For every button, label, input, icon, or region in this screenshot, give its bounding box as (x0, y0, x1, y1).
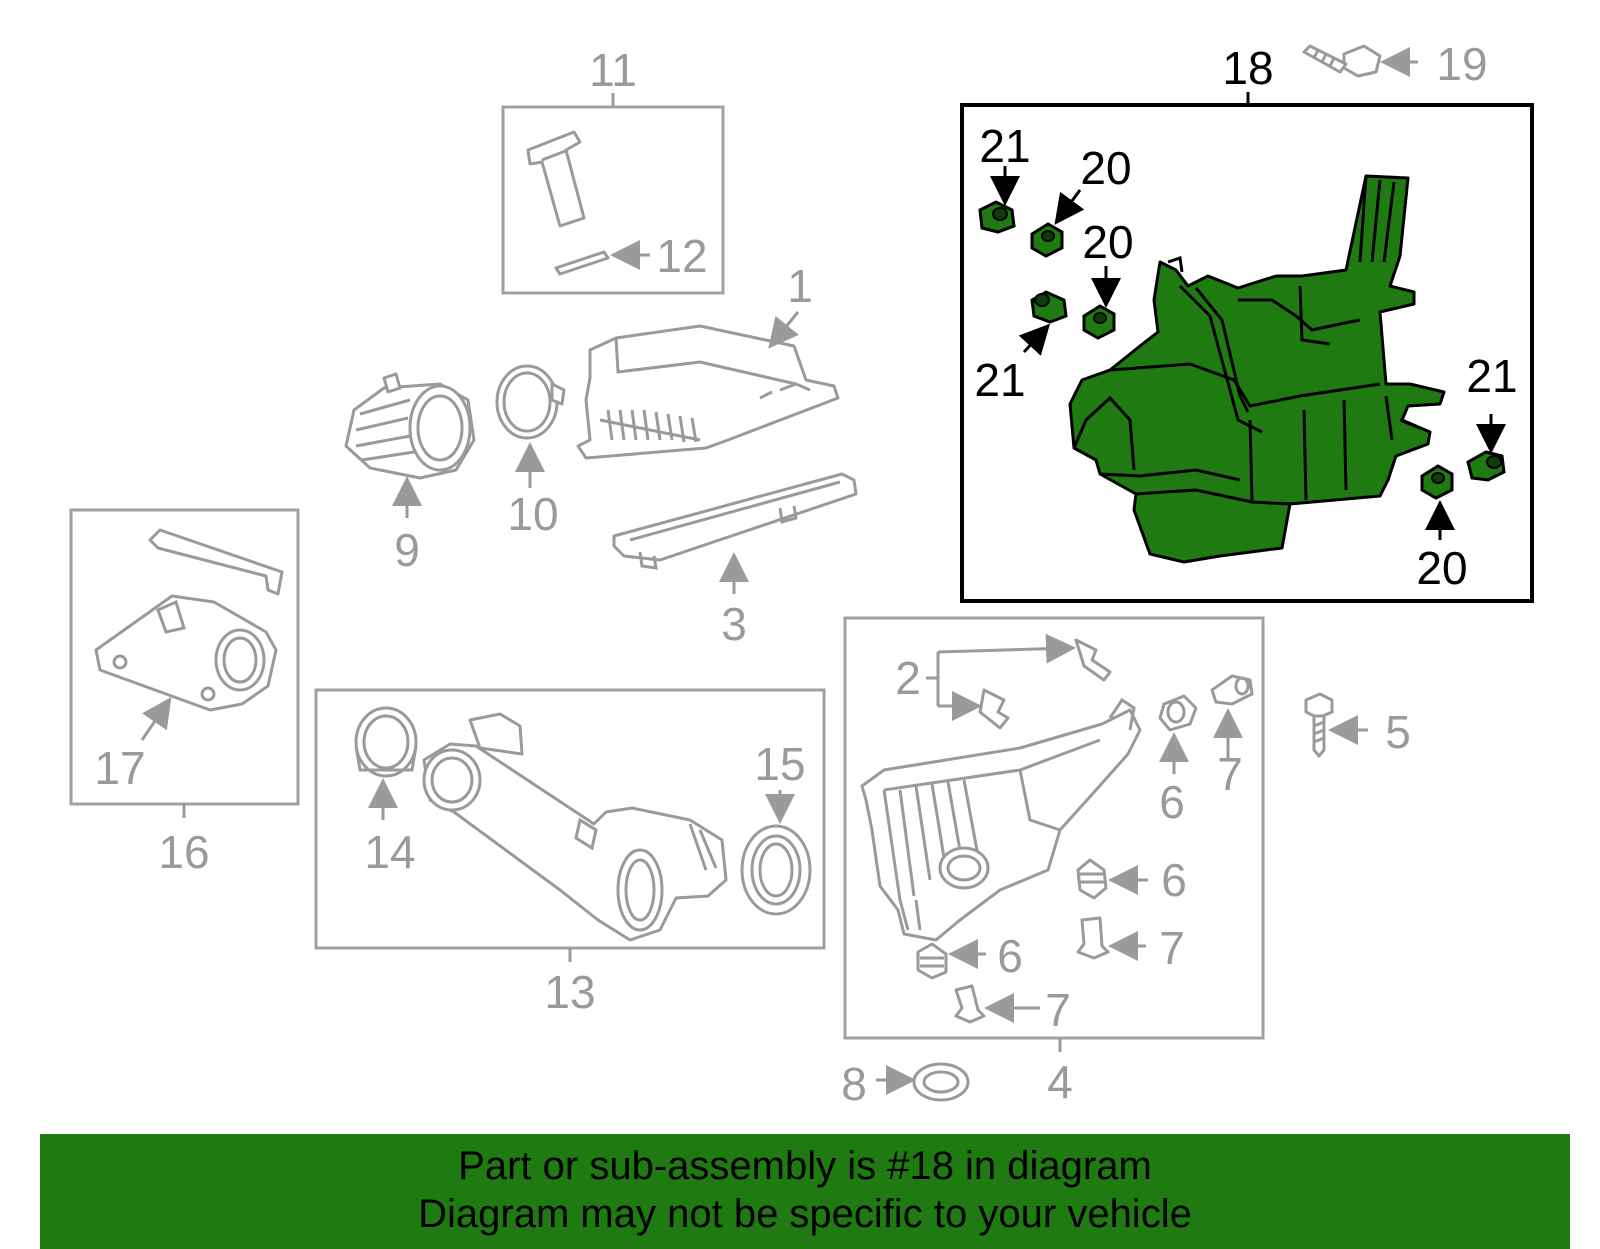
callout-20a: 20 (1080, 142, 1131, 194)
part-9-intake-tube: 9 (344, 372, 476, 576)
banner-line-1: Part or sub-assembly is #18 in diagram (458, 1144, 1152, 1188)
group-18-box (960, 103, 1534, 603)
callout-16: 16 (158, 826, 209, 878)
group-11: 11 12 (501, 44, 725, 295)
callout-19: 19 (1436, 38, 1487, 90)
part-21-bolt-a (978, 200, 1016, 234)
callout-11: 11 (589, 44, 637, 96)
maf-seal-part (554, 250, 610, 276)
part-6-grommet-c (916, 942, 948, 980)
info-banner: Part or sub-assembly is #18 in diagram D… (40, 1134, 1570, 1249)
callout-21a: 21 (979, 120, 1030, 172)
part-5-bolt: 5 (1304, 692, 1411, 758)
callout-1: 1 (787, 260, 813, 312)
part-2-clip-upper (1074, 638, 1112, 682)
part-20-grommet-c (1420, 464, 1454, 500)
callout-21b: 21 (974, 354, 1025, 406)
callout-10: 10 (507, 488, 558, 540)
part-21-bolt-c (1466, 450, 1506, 482)
callout-9: 9 (394, 524, 420, 576)
part-20-grommet-a (1030, 222, 1064, 258)
callout-15: 15 (754, 738, 805, 790)
part-3-air-filter: 3 (612, 472, 858, 650)
part-20-grommet-b (1082, 304, 1116, 340)
callout-6c: 6 (997, 930, 1023, 982)
part-2-clip-lower (978, 688, 1010, 730)
part-7-bushing-c (954, 984, 986, 1024)
part-14-coupler (354, 706, 418, 778)
callout-20b: 20 (1082, 216, 1133, 268)
callout-5: 5 (1385, 706, 1411, 758)
part-21-bolt-b (1030, 290, 1068, 324)
callout-7a: 7 (1217, 748, 1243, 800)
callout-20c: 20 (1416, 542, 1467, 594)
callout-14: 14 (364, 826, 415, 878)
banner-line-2: Diagram may not be specific to your vehi… (418, 1192, 1192, 1236)
part-7-bushing-a (1210, 674, 1254, 706)
group-18: 18 21 20 (960, 42, 1534, 603)
part-19-bolt: 19 (1302, 38, 1488, 90)
callout-4: 4 (1047, 1056, 1073, 1108)
group-4: 4 2 6 (843, 616, 1265, 1108)
callout-17: 17 (94, 742, 145, 794)
callout-7c: 7 (1045, 984, 1071, 1036)
part-13-intake-duct (422, 712, 728, 942)
callout-12: 12 (656, 230, 707, 282)
callout-21c: 21 (1466, 350, 1517, 402)
callout-13: 13 (544, 966, 595, 1018)
maf-sensor-part (526, 130, 586, 228)
part-10-clamp: 10 (495, 364, 566, 540)
group-13: 13 14 15 (314, 688, 826, 1018)
part-1-air-cleaner-cover: 1 (576, 260, 840, 460)
callout-3: 3 (721, 598, 747, 650)
callout-6b: 6 (1161, 854, 1187, 906)
callout-7b: 7 (1159, 922, 1185, 974)
part-18-air-cleaner-assembly (1068, 174, 1446, 564)
part-6-grommet-a (1158, 694, 1198, 732)
part-6-grommet-b (1076, 858, 1108, 900)
part-8-grommet: 8 (841, 1058, 970, 1110)
part-15-seal (740, 824, 812, 916)
callout-8: 8 (841, 1058, 867, 1110)
part-7-bushing-b (1076, 916, 1110, 960)
part-4-lower-housing (860, 697, 1142, 942)
group-4-box (843, 616, 1265, 1040)
callout-2: 2 (895, 652, 921, 704)
callout-6a: 6 (1159, 776, 1185, 828)
part-17-resonator (94, 528, 284, 712)
group-16: 16 17 (69, 508, 300, 878)
callout-18: 18 (1222, 42, 1273, 94)
